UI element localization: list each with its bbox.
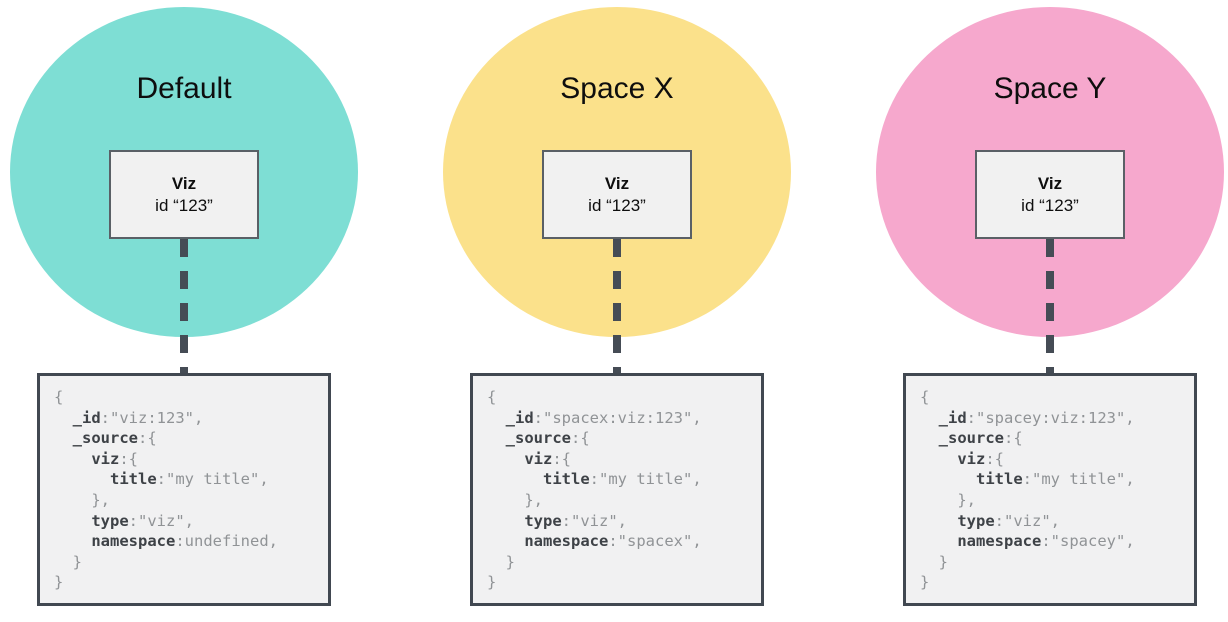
space-title: Space X — [560, 72, 674, 105]
viz-object-box: Viz id “123” — [975, 150, 1125, 239]
dashed-connector-line — [180, 239, 188, 373]
space-title: Default — [136, 72, 232, 105]
viz-object-name: Viz — [604, 173, 630, 193]
document-json-code: { _id:"spacey:viz:123", _source:{ viz:{ … — [920, 388, 1135, 592]
space-panel-default: Default Viz id “123” { _id:"viz:123", _s… — [10, 0, 358, 622]
dashed-connector-line — [613, 239, 621, 373]
document-json-code: { _id:"viz:123", _source:{ viz:{ title:"… — [54, 388, 278, 592]
space-panel-spacey: Space Y Viz id “123” { _id:"spacey:viz:1… — [876, 0, 1224, 622]
saved-object-document-box: { _id:"viz:123", _source:{ viz:{ title:"… — [37, 373, 331, 606]
saved-object-document-box: { _id:"spacey:viz:123", _source:{ viz:{ … — [903, 373, 1197, 606]
viz-object-box: Viz id “123” — [109, 150, 259, 239]
space-panel-spacex: Space X Viz id “123” { _id:"spacex:viz:1… — [443, 0, 791, 622]
viz-object-id: id “123” — [155, 195, 213, 215]
saved-object-document-box: { _id:"spacex:viz:123", _source:{ viz:{ … — [470, 373, 764, 606]
viz-object-box: Viz id “123” — [542, 150, 692, 239]
space-title: Space Y — [993, 72, 1107, 105]
document-json-code: { _id:"spacex:viz:123", _source:{ viz:{ … — [487, 388, 702, 592]
viz-object-id: id “123” — [1021, 195, 1079, 215]
viz-object-name: Viz — [171, 173, 197, 193]
dashed-connector-line — [1046, 239, 1054, 373]
viz-object-id: id “123” — [588, 195, 646, 215]
viz-object-name: Viz — [1037, 173, 1063, 193]
